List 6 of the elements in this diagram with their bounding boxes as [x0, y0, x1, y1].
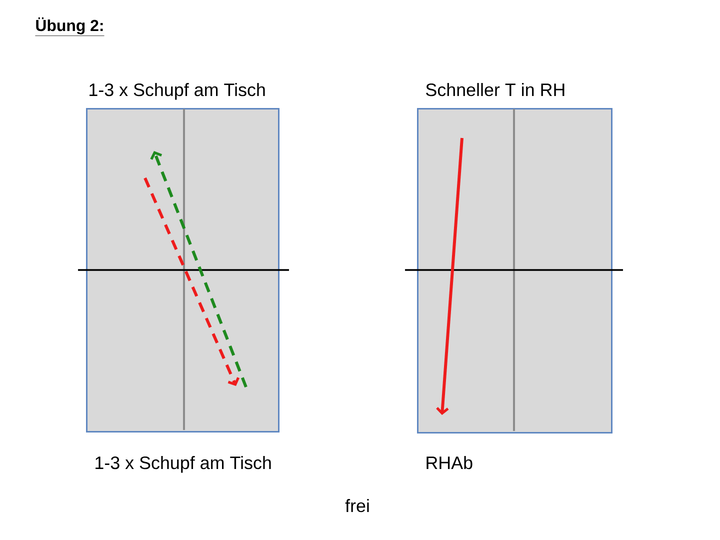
table-caption: RHAb	[426, 456, 472, 470]
table-heading: Schneller T in RH	[426, 83, 564, 96]
note-text: frei	[345, 499, 369, 512]
heading: Übung 2:	[35, 17, 104, 36]
table-heading: 1-3 x Schupf am Tisch	[90, 83, 265, 100]
table-caption: 1-3 x Schupf am Tisch	[96, 456, 271, 473]
